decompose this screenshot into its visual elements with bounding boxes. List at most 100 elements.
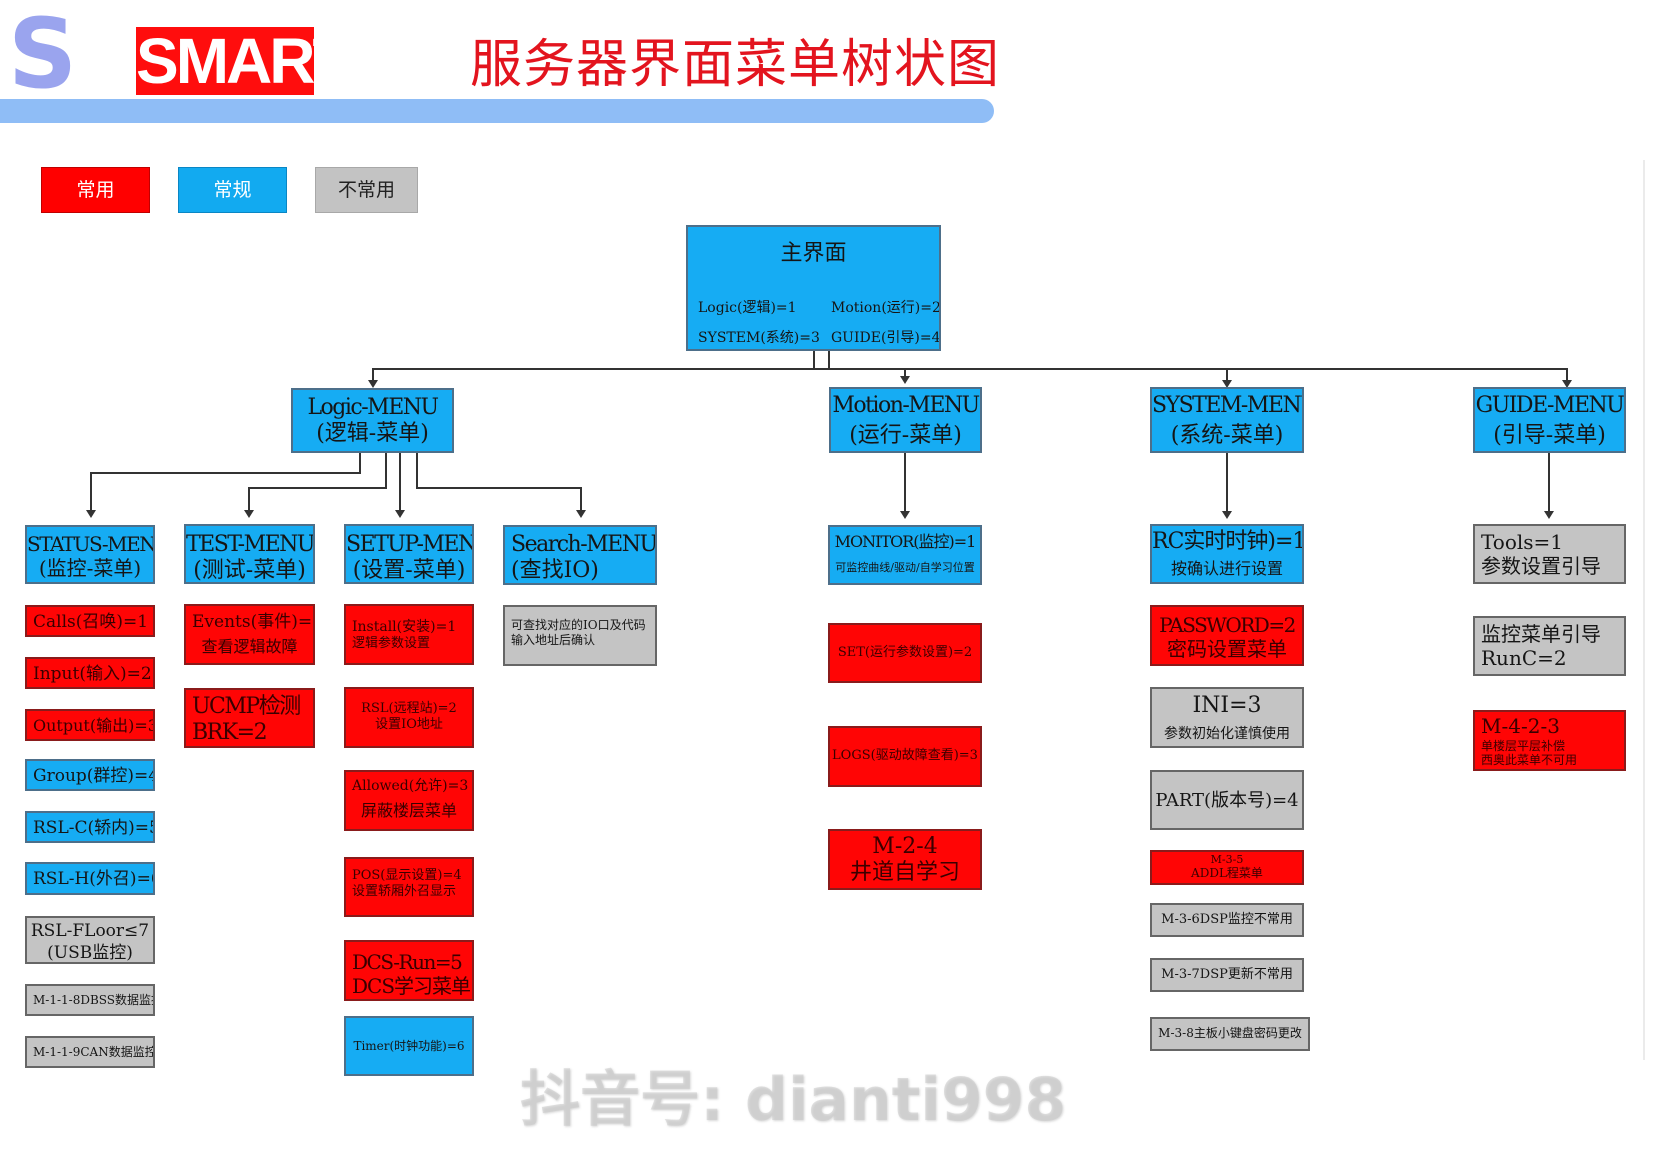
arrow-head xyxy=(244,510,254,518)
setup-item-timer-label: Timer(时钟功能)=6 xyxy=(353,1039,465,1053)
guide-item-tools-label: Tools=1 xyxy=(1481,530,1564,554)
connector xyxy=(385,451,387,488)
setup-item-allowed-label: Allowed(允许)=3 xyxy=(352,778,469,794)
system-item-rtc-label: RC实时时钟)=1 xyxy=(1152,529,1304,554)
system-item-rtc-sublabel: 按确认进行设置 xyxy=(1170,559,1283,578)
search-item-info-label: 可查找对应的IO口及代码 xyxy=(511,618,646,632)
test-menu-sublabel: (测试-菜单) xyxy=(193,558,306,583)
setup-menu-label: SETUP-MENU xyxy=(346,532,474,557)
setup-item-rsl: RSL(远程站)=2 设置IO地址 xyxy=(344,687,474,748)
status-item-rsl-c-label: RSL-C(轿内)=5 xyxy=(33,818,155,838)
guide-item-runc-sublabel: RunC=2 xyxy=(1481,646,1567,670)
arrow-head xyxy=(368,380,378,388)
motion-menu-sublabel: (运行-菜单) xyxy=(849,423,962,448)
setup-item-dcs-label: DCS-Run=5 xyxy=(352,950,463,974)
connector xyxy=(1226,368,1228,382)
test-item-ucmp-label: UCMP检测 xyxy=(192,694,301,719)
legend-common: 常用 xyxy=(41,167,150,213)
legend-uncommon: 不常用 xyxy=(315,167,418,213)
status-item-output: Output(输出)=3 xyxy=(25,709,155,741)
watermark: 抖音号: dianti998 xyxy=(520,1065,1067,1135)
guide-item-m423-note: 西奥此菜单不可用 xyxy=(1481,753,1578,767)
motion-item-m24-label: M-2-4 xyxy=(872,834,938,859)
system-menu-label: SYSTEM-MENU xyxy=(1152,393,1304,418)
system-item-m38: M-3-8主板小键盘密码更改 xyxy=(1150,1017,1310,1051)
status-item-rsl-h: RSL-H(外召)=6 xyxy=(25,862,155,895)
arrow-head xyxy=(395,510,405,518)
connector xyxy=(1226,453,1228,513)
connector xyxy=(372,368,1568,370)
motion-item-set: SET(运行参数设置)=2 xyxy=(828,623,982,683)
setup-item-rsl-sublabel: 设置IO地址 xyxy=(375,717,443,732)
motion-item-m24-sublabel: 井道自学习 xyxy=(849,860,960,885)
system-item-ini-sublabel: 参数初始化谨慎使用 xyxy=(1164,726,1290,742)
motion-item-monitor: MONITOR(监控)=1 可监控曲线/驱动/自学习位置 xyxy=(828,525,982,585)
setup-item-pos: POS(显示设置)=4 设置轿厢外召显示 xyxy=(344,857,474,917)
status-item-can-label: M-1-1-9CAN数据监控 xyxy=(33,1045,155,1059)
arrow-head xyxy=(1544,511,1554,519)
setup-item-install-sublabel: 逻辑参数设置 xyxy=(352,636,431,651)
logic-menu-sublabel: (逻辑-菜单) xyxy=(316,421,429,446)
test-menu-label: TEST-MENU xyxy=(186,532,314,557)
system-item-password-sublabel: 密码设置菜单 xyxy=(1167,637,1287,661)
arrow-head xyxy=(1222,380,1232,388)
status-item-rsl-floor: RSL-FLoor≤7 (USB监控) xyxy=(25,916,155,964)
system-menu-sublabel: (系统-菜单) xyxy=(1170,423,1284,448)
page-title: 服务器界面菜单树状图 xyxy=(470,35,1001,95)
system-item-m35-sublabel: ADDL程菜单 xyxy=(1191,866,1263,880)
setup-item-allowed: Allowed(允许)=3 屏蔽楼层菜单 xyxy=(344,770,474,831)
slide-edge xyxy=(1643,160,1645,1060)
setup-menu-node: SETUP-MENU (设置-菜单) xyxy=(344,524,474,584)
status-item-group: Group(群控)=4 xyxy=(25,759,155,791)
guide-item-m423: M-4-2-3 单楼层平层补偿 西奥此菜单不可用 xyxy=(1473,710,1626,771)
status-item-rsl-floor-label: RSL-FLoor≤7 xyxy=(30,921,150,941)
logic-menu-label: Logic-MENU xyxy=(307,395,439,420)
main-node-logic: Logic(逻辑)=1 xyxy=(698,300,797,316)
status-item-calls: Calls(召唤)=1 xyxy=(25,605,155,637)
connector xyxy=(813,350,815,370)
system-item-m37: M-3-7DSP更新不常用 xyxy=(1150,958,1304,992)
status-item-input: Input(输入)=2 xyxy=(25,657,155,689)
motion-menu-label: Motion-MENU xyxy=(832,393,980,418)
guide-menu-label: GUIDE-MENU xyxy=(1475,393,1624,418)
system-item-part-label: PART(版本号)=4 xyxy=(1155,790,1299,811)
setup-item-pos-label: POS(显示设置)=4 xyxy=(352,868,462,883)
guide-item-runc: 监控菜单引导 RunC=2 xyxy=(1473,616,1626,676)
connector xyxy=(580,487,582,512)
connector xyxy=(372,368,374,382)
status-item-calls-label: Calls(召唤)=1 xyxy=(33,612,149,632)
status-item-input-label: Input(输入)=2 xyxy=(33,664,152,684)
guide-item-tools: Tools=1 参数设置引导 xyxy=(1473,524,1626,584)
arrow-head xyxy=(1222,511,1232,519)
setup-item-pos-sublabel: 设置轿厢外召显示 xyxy=(352,884,457,899)
system-item-part: PART(版本号)=4 xyxy=(1150,770,1304,830)
setup-menu-sublabel: (设置-菜单) xyxy=(352,558,466,583)
status-item-group-label: Group(群控)=4 xyxy=(33,766,155,786)
system-item-m36-label: M-3-6DSP监控不常用 xyxy=(1161,912,1293,927)
search-item-info: 可查找对应的IO口及代码 输入地址后确认 xyxy=(503,605,657,666)
setup-item-rsl-label: RSL(远程站)=2 xyxy=(361,701,457,716)
motion-menu-node: Motion-MENU (运行-菜单) xyxy=(829,387,982,453)
arrow-head xyxy=(86,510,96,518)
guide-item-tools-sublabel: 参数设置引导 xyxy=(1481,554,1601,578)
system-item-m35-label: M-3-5 xyxy=(1210,853,1244,866)
status-item-dbss-label: M-1-1-8DBSS数据监控 xyxy=(33,993,155,1007)
connector xyxy=(399,451,401,512)
main-menu-node: 主界面 Logic(逻辑)=1 Motion(运行)=2 SYSTEM(系统)=… xyxy=(686,225,941,351)
status-menu-sublabel: (监控-菜单) xyxy=(38,556,142,580)
motion-item-monitor-sublabel: 可监控曲线/驱动/自学习位置 xyxy=(835,561,975,574)
system-item-m35: M-3-5 ADDL程菜单 xyxy=(1150,850,1304,885)
connector xyxy=(248,487,387,489)
system-item-ini: INI=3 参数初始化谨慎使用 xyxy=(1150,687,1304,748)
arrow-head xyxy=(900,376,910,384)
arrow-head xyxy=(900,511,910,519)
setup-item-allowed-sublabel: 屏蔽楼层菜单 xyxy=(360,801,457,820)
search-menu-sublabel: (查找IO) xyxy=(511,558,599,583)
test-item-events-label: Events(事件)=1 xyxy=(192,612,315,632)
connector xyxy=(828,350,830,370)
setup-item-timer: Timer(时钟功能)=6 xyxy=(344,1016,474,1076)
status-menu-label: STATUS-MENU xyxy=(27,532,155,556)
setup-item-dcs: DCS-Run=5 DCS学习菜单 xyxy=(344,940,474,1001)
search-menu-node: Search-MENU (查找IO) xyxy=(503,525,657,585)
search-menu-label: Search-MENU xyxy=(511,532,657,557)
